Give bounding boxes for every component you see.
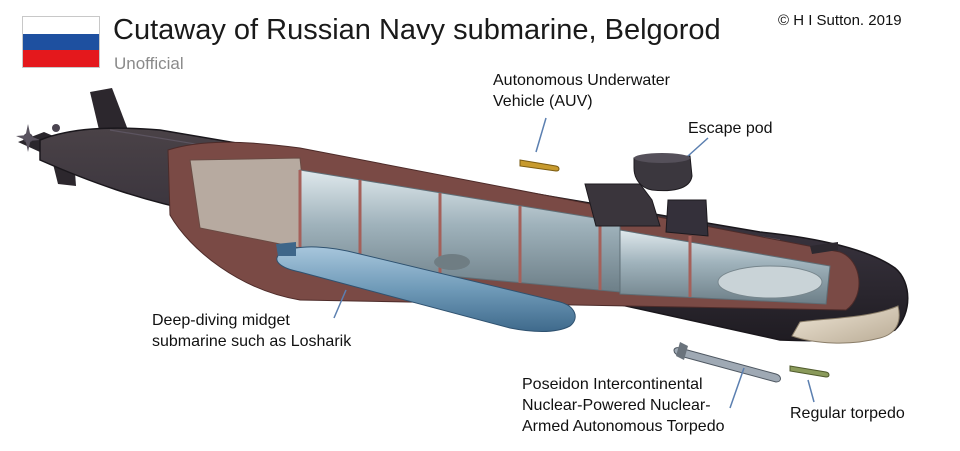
copyright-notice: © H I Sutton. 2019 [778, 12, 902, 29]
escape-pod-leader [687, 137, 709, 157]
flag-stripe-red [23, 50, 99, 67]
label-escape-pod: Escape pod [688, 118, 773, 139]
auv-vehicle [519, 159, 560, 172]
label-midget-sub-line-2: submarine such as Losharik [152, 333, 352, 350]
propeller-hub-2 [52, 124, 60, 132]
upper-rudder [90, 88, 128, 134]
torpedo-tubes [717, 265, 823, 299]
flag-stripe-blue [23, 33, 99, 51]
torpedo-leader [807, 379, 815, 403]
poseidon-fins [676, 342, 688, 360]
label-poseidon: Poseidon Intercontinental Nuclear-Powere… [522, 374, 725, 437]
poseidon-torpedo [673, 342, 781, 383]
auv-body [519, 159, 560, 172]
poseidon-leader [729, 367, 745, 409]
label-auv-line-1: Autonomous Underwater [493, 72, 670, 89]
midget-submarine [276, 242, 576, 332]
label-auv: Autonomous Underwater Vehicle (AUV) [493, 70, 670, 112]
escape-pod-top [634, 153, 690, 163]
russian-flag [22, 16, 100, 68]
label-auv-line-2: Vehicle (AUV) [493, 93, 593, 110]
label-poseidon-line-1: Poseidon Intercontinental [522, 376, 703, 393]
poseidon-body [673, 347, 781, 383]
escape-pod [633, 155, 693, 192]
label-poseidon-line-3: Armed Autonomous Torpedo [522, 418, 725, 435]
label-midget-sub-line-1: Deep-diving midget [152, 312, 290, 329]
sail-aft-hatch [665, 199, 709, 237]
regular-torpedo [789, 365, 830, 378]
page-title: Cutaway of Russian Navy submarine, Belgo… [113, 14, 721, 46]
flag-stripe-white [23, 17, 99, 34]
auv-leader [535, 117, 547, 153]
label-midget-sub: Deep-diving midget submarine such as Los… [152, 310, 351, 352]
sail-plane [810, 242, 838, 254]
internal-sphere [434, 254, 470, 270]
page-subtitle: Unofficial [114, 54, 184, 73]
midget-sub-body [276, 246, 576, 332]
sail [584, 183, 661, 227]
bow-cap [791, 305, 900, 344]
propeller-blades [16, 124, 40, 152]
label-torpedo-line-1: Regular torpedo [790, 405, 905, 422]
label-regular-torpedo: Regular torpedo [790, 403, 905, 424]
label-poseidon-line-2: Nuclear-Powered Nuclear- [522, 397, 711, 414]
leader-lines [333, 117, 815, 409]
midget-sub-leader [333, 289, 347, 319]
midget-sub-fin [276, 242, 296, 256]
label-escape-pod-line-1: Escape pod [688, 120, 773, 137]
torpedo-body [789, 365, 830, 378]
